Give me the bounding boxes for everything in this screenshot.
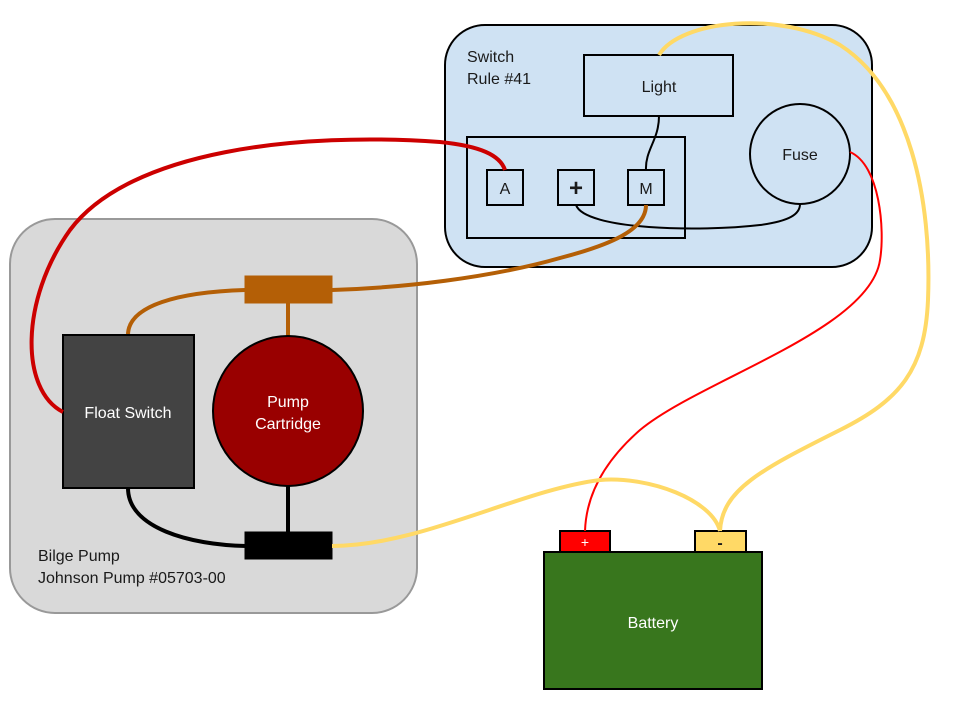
wire-brown-m-to-connector[interactable] xyxy=(331,204,648,292)
pump-cartridge[interactable] xyxy=(212,335,364,487)
battery-positive-label: + xyxy=(581,534,589,550)
fuse-label: Fuse xyxy=(782,147,818,164)
wire-yellow-connector-to-battery-negative[interactable] xyxy=(331,477,722,548)
black-connector[interactable] xyxy=(244,531,333,560)
light-label: Light xyxy=(642,79,677,96)
float-switch-label: Float Switch xyxy=(84,405,171,422)
wire-plus-to-fuse[interactable] xyxy=(575,203,801,230)
terminal-a[interactable] xyxy=(486,169,524,206)
switch-panel-model: Rule #41 xyxy=(467,71,531,88)
wire-red-float-to-a[interactable] xyxy=(29,137,507,414)
float-switch[interactable] xyxy=(62,334,195,489)
pump-cartridge-label-line1: Pump xyxy=(267,394,309,411)
wire-black-float-to-connector[interactable] xyxy=(126,487,247,548)
battery-label: Battery xyxy=(628,615,679,632)
pump-cartridge-label-line2: Cartridge xyxy=(255,416,321,433)
battery-negative-label: - xyxy=(717,535,722,552)
wire-light-to-m[interactable] xyxy=(644,115,660,171)
switch-body[interactable] xyxy=(466,136,686,239)
switch-panel-group: Switch Rule #41 xyxy=(444,24,873,268)
terminal-m[interactable] xyxy=(627,169,665,206)
terminal-plus-label: + xyxy=(569,175,583,202)
battery[interactable] xyxy=(543,551,763,690)
wire-yellow-light-to-battery-negative[interactable] xyxy=(657,21,931,532)
bilge-pump-model: Johnson Pump #05703-00 xyxy=(38,570,226,587)
switch-panel-box[interactable] xyxy=(444,24,873,268)
bilge-pump-title: Bilge Pump xyxy=(38,548,120,565)
terminal-plus[interactable] xyxy=(557,169,595,206)
wire-red-fuse-to-battery-positive[interactable] xyxy=(584,151,883,532)
terminal-m-label: M xyxy=(639,181,652,198)
brown-connector[interactable] xyxy=(244,275,333,304)
wire-brown-connector-to-float[interactable] xyxy=(126,288,246,336)
terminal-a-label: A xyxy=(500,181,511,198)
switch-panel-title: Switch xyxy=(467,49,514,66)
